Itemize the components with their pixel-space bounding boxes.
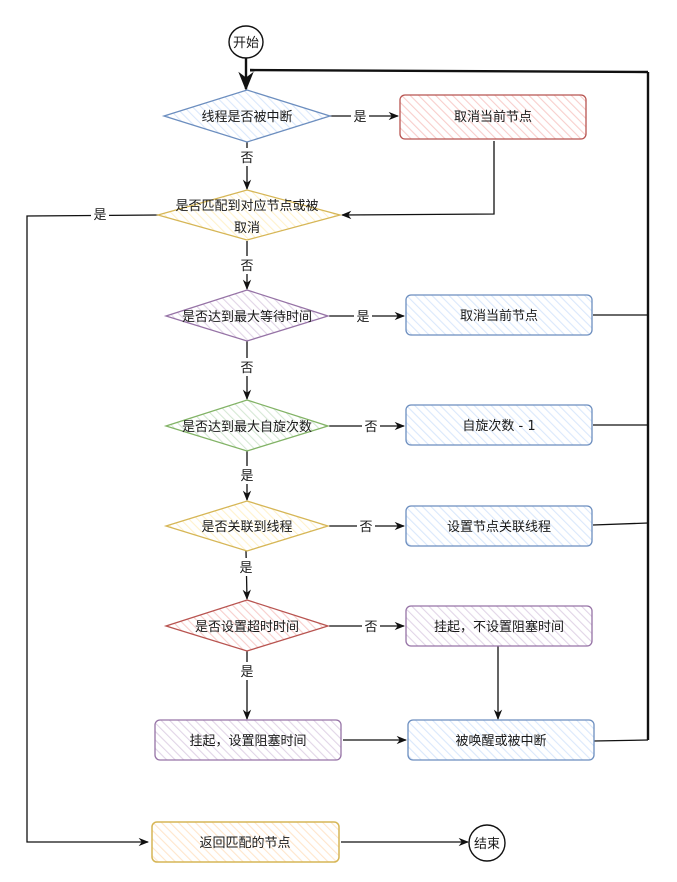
decision-thread-interrupted-label: 线程是否被中断 <box>201 110 292 125</box>
decision-max-wait-time-label: 是否达到最大等待时间 <box>182 309 312 325</box>
edge-label-thread-linked-no: 否 <box>359 520 372 535</box>
decision-timeout-set-label: 是否设置超时时间 <box>195 620 299 635</box>
process-spin-decrement[interactable]: 自旋次数 - 1 <box>405 404 593 446</box>
start-label: 开始 <box>233 36 259 51</box>
process-woken-label: 被唤醒或被中断 <box>455 734 546 749</box>
process-return-label: 返回匹配的节点 <box>199 835 290 851</box>
decision-matched-label-line2: 取消 <box>234 221 260 236</box>
start-node[interactable]: 开始 <box>228 25 264 59</box>
decision-thread-linked[interactable]: 是否关联到线程 <box>163 500 331 552</box>
decision-max-wait-time[interactable]: 是否达到最大等待时间 <box>163 289 331 342</box>
edge-label-matched-no: 否 <box>240 259 253 274</box>
process-cancel-node-2[interactable]: 取消当前节点 <box>405 294 593 336</box>
edge-matched-yes <box>26 214 159 847</box>
edge-label-max-wait-no: 否 <box>240 361 253 376</box>
process-park-with-timeout-label: 挂起，设置阻塞时间 <box>189 733 306 749</box>
process-park-with-timeout[interactable]: 挂起，设置阻塞时间 <box>154 719 342 761</box>
end-label: 结束 <box>474 837 500 852</box>
edge-label-timeout-no: 否 <box>364 620 377 635</box>
edge-label-max-spin-no: 否 <box>364 420 377 435</box>
decision-matched-or-cancelled[interactable]: 是否匹配到对应节点或被 取消 <box>155 189 343 241</box>
process-return-matched-node[interactable]: 返回匹配的节点 <box>151 821 340 863</box>
edge-label-thread-linked-yes: 是 <box>239 561 252 576</box>
edge-label-max-wait-yes: 是 <box>356 310 369 325</box>
process-park-no-timeout[interactable]: 挂起，不设置阻塞时间 <box>405 605 593 647</box>
process-cancel-node-2-label: 取消当前节点 <box>460 308 538 324</box>
edge-label-max-spin-yes: 是 <box>240 469 253 484</box>
decision-thread-linked-label: 是否关联到线程 <box>201 520 292 535</box>
process-cancel-node-1[interactable]: 取消当前节点 <box>399 94 587 140</box>
edge-cancel1-to-matched <box>340 141 495 220</box>
edge-label-matched-yes: 是 <box>93 208 106 223</box>
decision-thread-interrupted[interactable]: 线程是否被中断 <box>161 89 333 143</box>
decision-timeout-set[interactable]: 是否设置超时时间 <box>163 599 331 652</box>
end-node[interactable]: 结束 <box>468 824 506 862</box>
process-spin-decrement-label: 自旋次数 - 1 <box>462 418 535 434</box>
process-set-node-thread-label: 设置节点关联线程 <box>447 520 551 535</box>
edge-loop-return-top <box>249 68 649 74</box>
process-cancel-node-1-label: 取消当前节点 <box>454 109 532 125</box>
process-park-no-timeout-label: 挂起，不设置阻塞时间 <box>434 619 564 635</box>
decision-matched-label-line1: 是否匹配到对应节点或被 <box>175 198 318 214</box>
edge-set-thread-to-rail <box>592 522 649 526</box>
decision-max-spin-count[interactable]: 是否达到最大自旋次数 <box>163 399 331 452</box>
process-set-node-thread[interactable]: 设置节点关联线程 <box>405 505 593 547</box>
edge-label-interrupted-no: 否 <box>240 151 253 166</box>
decision-max-spin-count-label: 是否达到最大自旋次数 <box>182 419 312 435</box>
edge-label-interrupted-yes: 是 <box>353 110 366 125</box>
edge-woken-to-rail <box>593 739 649 742</box>
process-woken-or-interrupted[interactable]: 被唤醒或被中断 <box>407 719 595 761</box>
edge-label-timeout-yes: 是 <box>240 665 253 680</box>
